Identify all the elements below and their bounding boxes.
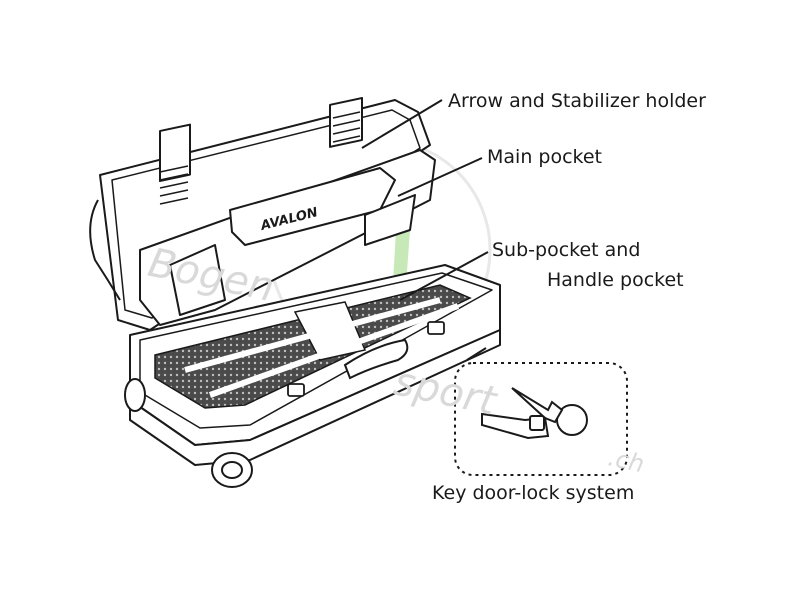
leader-lines [361, 99, 489, 361]
leader-sub-pocket [399, 251, 489, 301]
main-pocket-panel [139, 149, 436, 326]
key-icon [481, 387, 588, 440]
lock-icon [287, 321, 445, 397]
label-key-door-lock: Key door-lock system [432, 482, 635, 504]
leader-arrow-holder [361, 99, 443, 149]
handle-icon [343, 338, 409, 380]
case-mesh-interior [154, 284, 472, 409]
key-lock-inset [454, 362, 628, 476]
leader-key-lock [466, 347, 487, 361]
label-arrow-stabilizer-holder: Arrow and Stabilizer holder [448, 90, 706, 112]
label-main-pocket: Main pocket [487, 146, 602, 168]
leader-main-pocket [397, 157, 483, 197]
lid-hinge-ribs [159, 111, 361, 205]
label-sub-pocket: Sub-pocket and [492, 239, 641, 261]
label-handle-pocket: Handle pocket [547, 269, 684, 291]
wheel-icon [124, 378, 253, 488]
